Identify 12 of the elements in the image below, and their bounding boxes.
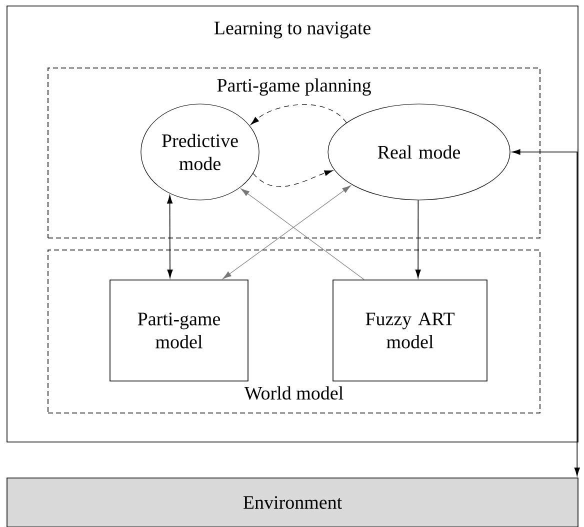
arrow: [252, 170, 334, 187]
arrow: [167, 195, 173, 278]
process-box: Fuzzy ART model: [332, 280, 488, 382]
arrow: [415, 200, 421, 278]
arrow: [222, 185, 351, 279]
arrow: [512, 149, 580, 476]
environment-band: Environment: [6, 478, 578, 527]
arrow: [250, 104, 347, 125]
ellipse-node: Predictive mode: [140, 104, 260, 200]
ellipse-node: Real mode: [328, 104, 510, 200]
arrow: [240, 188, 364, 280]
process-box: Parti-game model: [110, 280, 248, 382]
